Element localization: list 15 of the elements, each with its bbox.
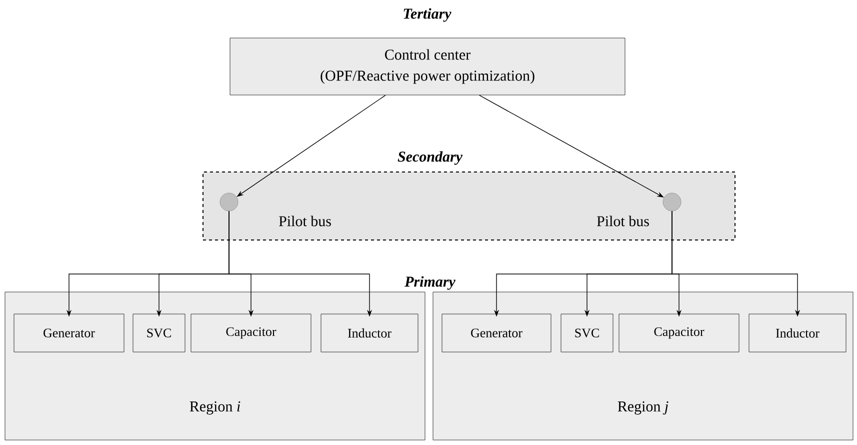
control-center-box: Control center (OPF/Reactive power optimization) [230,38,626,96]
bus-label: Pilot bus [596,216,649,226]
device-box: Capacitor [190,314,312,352]
bus-label: Pilot bus [278,216,331,226]
device-box: SVC [132,314,186,352]
device-box: SVC [560,314,614,352]
device-box: Capacitor [618,314,740,352]
level-label: Primary [404,276,456,290]
device-box: Generator [14,314,124,352]
device-box: Inductor [320,314,418,352]
device-box: Generator [442,314,552,352]
level-label: Secondary [398,151,463,165]
level-label: Tertiary [404,8,452,22]
device-box: Inductor [748,314,846,352]
level-band [202,172,736,240]
